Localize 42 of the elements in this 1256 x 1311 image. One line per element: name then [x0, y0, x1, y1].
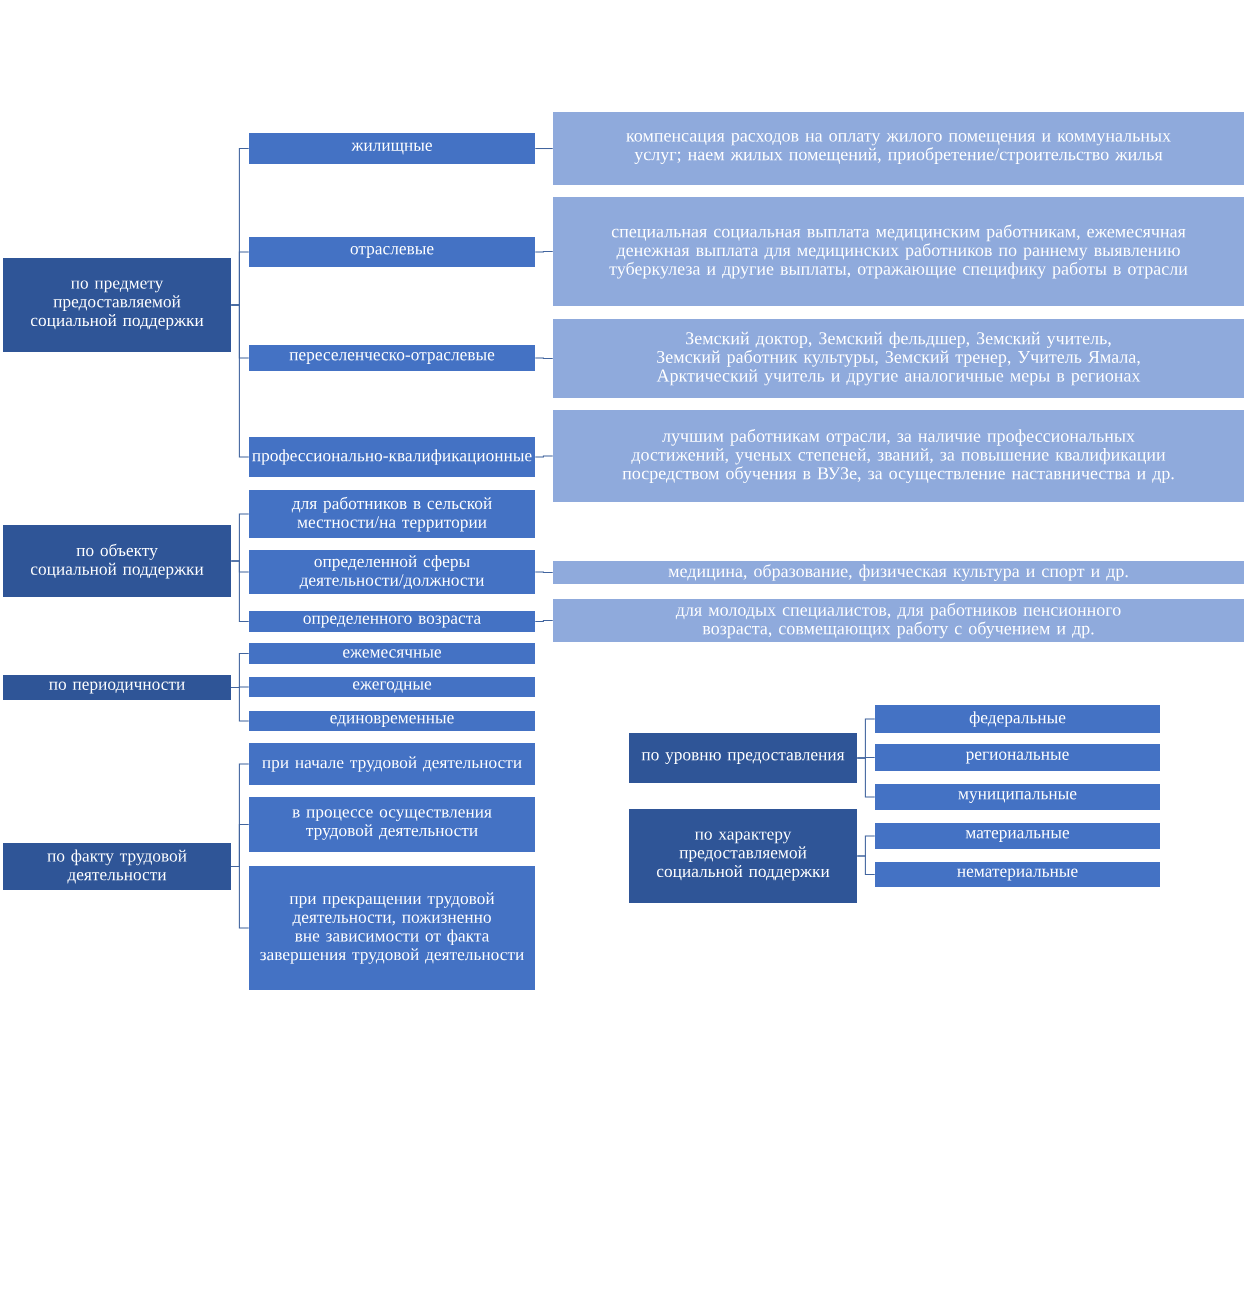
subcategory-box: профессионально-квалификационные: [249, 437, 535, 477]
description-box: Земский доктор, Земский фельдшер, Земский учитель, Земский работник культуры, Земский тренер, Учитель Ямала, Арктический учитель и другие аналогичные меры в регионах: [553, 319, 1244, 398]
connector-line: [856, 855, 876, 876]
description-box: для молодых специалистов, для работников пенсионного возраста, совмещающих работу с обучением и др.: [553, 599, 1244, 642]
category-box: по факту трудовой деятельности: [3, 843, 231, 890]
connector-line: [534, 357, 554, 360]
category-box: по объекту социальной поддержки: [3, 525, 231, 597]
subcategory-box: единовременные: [249, 711, 535, 731]
connector-line: [534, 571, 554, 574]
subcategory-box: для работников в сельской местности/на территории: [249, 490, 535, 538]
description-box: лучшим работникам отрасли, за наличие профессиональных достижений, ученых степеней, званий, за повышение квалификации посредством обучения в ВУЗе, за осуществление наставничества и др.: [553, 410, 1244, 502]
description-box: специальная социальная выплата медицинским работникам, ежемесячная денежная выплата для медицинских работников по раннему выявлению туберкулеза и другие выплаты, отражающие специфику работы в отрасли: [553, 197, 1244, 306]
connector-line: [230, 865, 250, 929]
connector-line: [856, 757, 876, 798]
connector-line: [534, 250, 554, 253]
subcategory-box: при прекращении трудовой деятельности, пожизненно вне зависимости от факта завершения трудовой деятельности: [249, 866, 535, 990]
subcategory-box: материальные: [875, 823, 1160, 849]
category-box: по характеру предоставляемой социальной поддержки: [629, 809, 857, 903]
connector-line: [230, 560, 250, 623]
connector-line: [534, 619, 554, 623]
category-box: по периодичности: [3, 675, 231, 700]
subcategory-box: ежемесячные: [249, 643, 535, 664]
subcategory-box: жилищные: [249, 133, 535, 164]
subcategory-box: федеральные: [875, 705, 1160, 733]
connector-line: [534, 455, 554, 458]
description-box: медицина, образование, физическая культура и спорт и др.: [553, 561, 1244, 584]
subcategory-box: нематериальные: [875, 862, 1160, 887]
subcategory-box: переселенческо-отраслевые: [249, 345, 535, 371]
subcategory-box: отраслевые: [249, 237, 535, 267]
description-box: компенсация расходов на оплату жилого помещения и коммунальных услуг; наем жилых помещений, приобретение/строительство жилья: [553, 112, 1244, 185]
subcategory-box: в процессе осуществления трудовой деятельности: [249, 797, 535, 852]
subcategory-box: региональные: [875, 744, 1160, 771]
subcategory-box: муниципальные: [875, 784, 1160, 810]
subcategory-box: при начале трудовой деятельности: [249, 743, 535, 785]
connector-line: [230, 686, 250, 722]
connector-line: [534, 147, 554, 150]
connector-line: [230, 304, 250, 458]
category-box: по предмету предоставляемой социальной поддержки: [3, 258, 231, 352]
subcategory-box: определенной сферы деятельности/должности: [249, 550, 535, 594]
category-box: по уровню предоставления: [629, 733, 857, 783]
subcategory-box: определенного возраста: [249, 611, 535, 632]
subcategory-box: ежегодные: [249, 677, 535, 697]
